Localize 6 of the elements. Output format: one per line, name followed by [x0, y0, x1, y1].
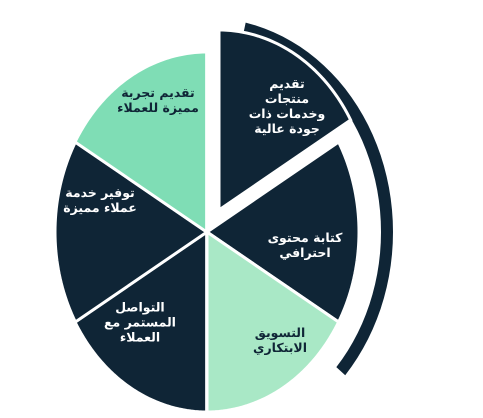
slice-label: توفير خدمة عملاء مميزة [62, 185, 138, 215]
slice-label: التسويق الابتكاري [252, 325, 308, 355]
slice-label: تقديم منتجات وخدمات ذات جودة عالية [248, 76, 326, 136]
slice-label: تقديم تجربة مميزة للعملاء [116, 85, 200, 115]
slice-label: التواصل المستمر مع العملاء [103, 300, 177, 344]
slice-label: كتابة محتوى احترافي [266, 230, 344, 260]
